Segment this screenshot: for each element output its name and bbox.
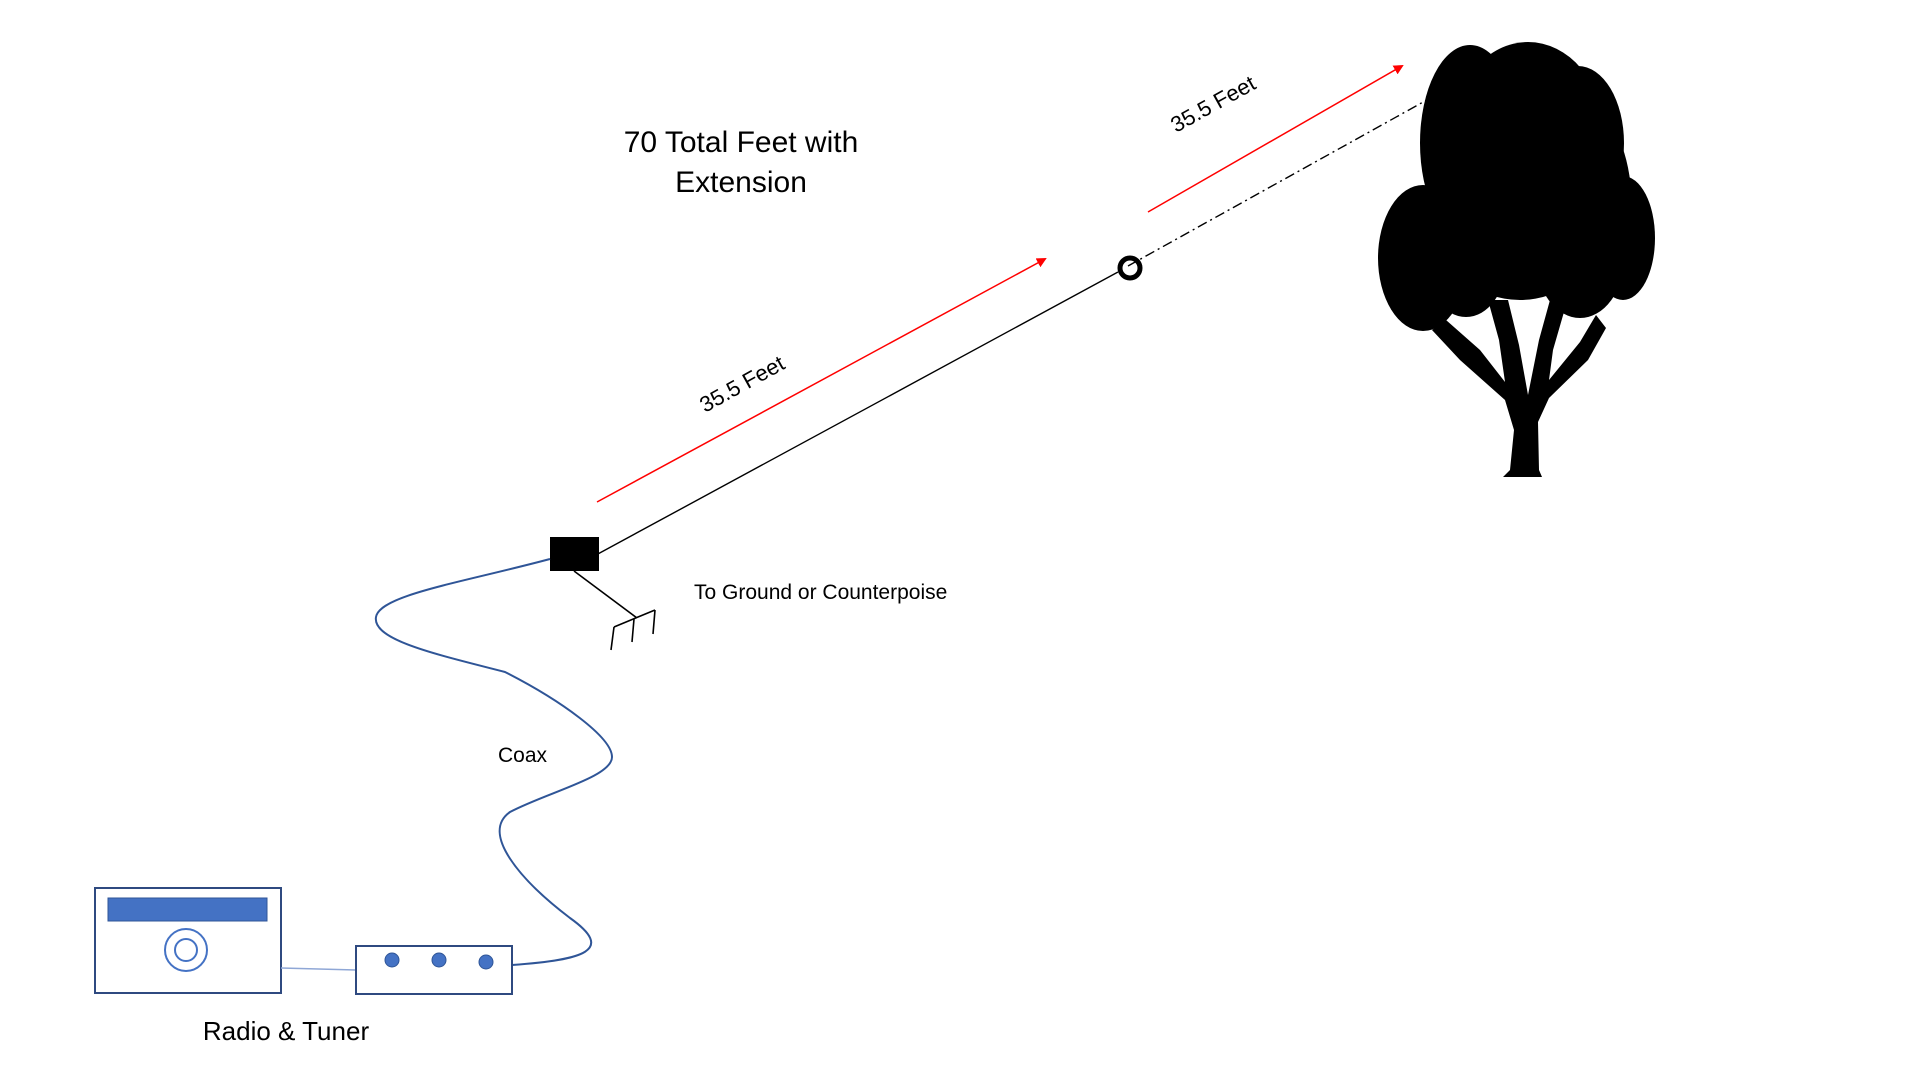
balun-box-icon [550, 537, 599, 571]
antenna-wire-lower [595, 271, 1119, 556]
insulator-icon [1117, 255, 1143, 281]
tuner-knob-2 [431, 952, 447, 968]
tuner-knob-3 [478, 954, 494, 970]
ground-label: To Ground or Counterpoise [694, 581, 947, 604]
total-length-label-line1: 70 Total Feet with [624, 126, 859, 159]
segment-length-label-lower: 35.5 Feet [695, 350, 788, 417]
coax-cable [374, 558, 614, 966]
tuner-knob-1 [384, 952, 400, 968]
measure-arrow-lower [596, 258, 1047, 503]
segment-length-label-upper: 35.5 Feet [1166, 70, 1259, 137]
radio-tuner-cable [280, 967, 357, 971]
ground-symbol-icon [573, 570, 656, 651]
radio-display [107, 897, 268, 922]
measure-arrow-upper [1147, 65, 1404, 213]
radio-icon [94, 887, 282, 994]
tree-icon [1378, 42, 1655, 477]
tuner-icon [355, 945, 513, 995]
total-length-label-line2: Extension [675, 166, 807, 199]
radio-tuner-label: Radio & Tuner [203, 1016, 370, 1046]
coax-label: Coax [498, 744, 548, 767]
